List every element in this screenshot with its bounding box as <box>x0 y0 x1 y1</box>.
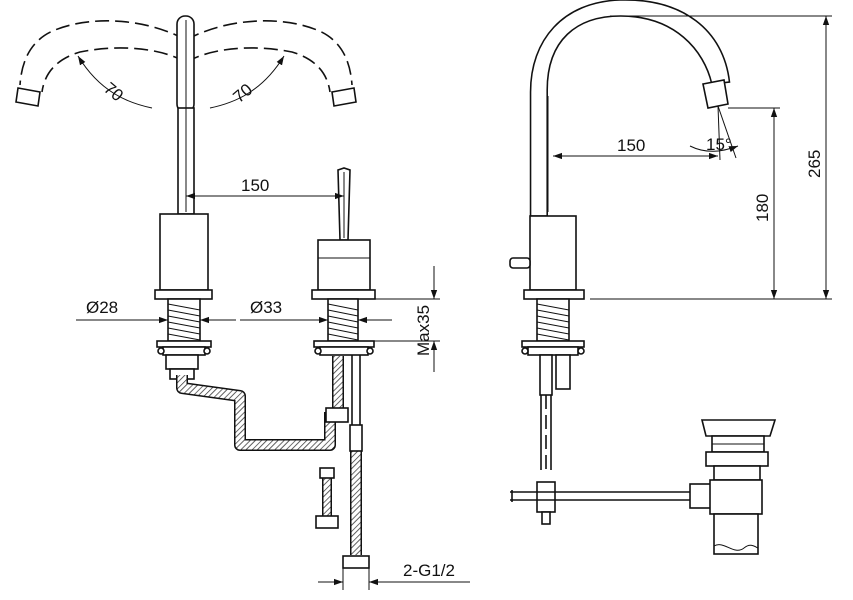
side-spout <box>509 0 731 396</box>
side-view: 265 180 150 15° <box>509 0 832 555</box>
hose-end-top <box>319 467 335 479</box>
spout-flange <box>154 289 213 300</box>
side-thread <box>536 298 570 342</box>
rod-clamp <box>536 481 556 513</box>
valve-body <box>317 239 371 291</box>
side-lever <box>509 257 531 269</box>
side-flange <box>523 289 585 300</box>
spout-washer <box>156 340 212 348</box>
swivel-angle-right: 70 <box>229 80 256 107</box>
valve-washer <box>313 340 375 348</box>
valve-nut <box>319 346 369 356</box>
dim-max-deck: Max35 <box>414 305 433 356</box>
side-dimensions: 265 180 150 15° <box>553 15 832 300</box>
pop-up-rod <box>510 395 690 525</box>
spout-base <box>159 213 209 291</box>
dim-angle: 15° <box>706 135 732 154</box>
dim-height-total: 265 <box>805 150 824 178</box>
valve-flange <box>311 289 376 300</box>
spout <box>154 15 213 380</box>
side-spout-outlet <box>702 79 729 109</box>
spout-connector <box>165 354 199 370</box>
side-washer <box>521 340 585 348</box>
dim-height-outlet: 180 <box>753 194 772 222</box>
waste-valve <box>689 419 777 555</box>
hose-coupling <box>325 407 349 423</box>
dim-diameter-handle: Ø33 <box>250 298 282 317</box>
mixer-valve <box>311 167 376 356</box>
dim-spacing-front: 150 <box>241 176 269 195</box>
spout-end-left <box>15 87 41 107</box>
waste-plug <box>700 419 777 437</box>
side-body <box>529 215 577 291</box>
waste-tail <box>713 513 759 555</box>
side-nut <box>527 346 579 356</box>
swivel-angle-left: 70 <box>100 79 127 106</box>
dim-connection: 2-G1/2 <box>403 561 455 580</box>
hose-nut-right <box>342 555 370 569</box>
spout-nut <box>162 346 206 356</box>
spout-end-right <box>331 87 357 107</box>
hose-nut-left <box>315 515 339 529</box>
dim-reach-side: 150 <box>617 136 645 155</box>
front-view: 70 70 <box>15 15 470 590</box>
hoses <box>176 355 370 569</box>
front-dimensions: 150 Ø28 Ø33 Max35 2-G1/2 <box>76 176 470 590</box>
waste-body <box>709 479 763 515</box>
dim-diameter-spout: Ø28 <box>86 298 118 317</box>
hose-ferrule <box>349 424 363 452</box>
